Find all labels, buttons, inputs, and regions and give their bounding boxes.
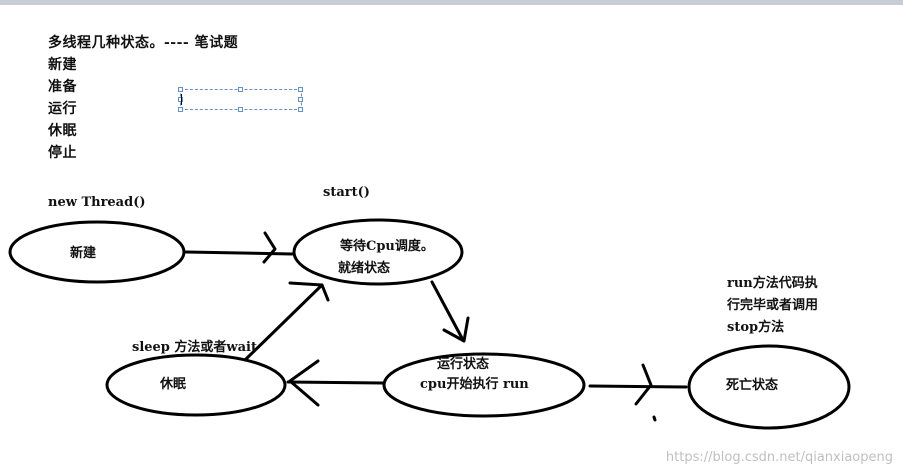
edge-running-sleep bbox=[286, 380, 386, 385]
node-running bbox=[382, 352, 586, 418]
arrowhead-new-ready bbox=[262, 231, 277, 264]
edge-running-dead bbox=[588, 384, 688, 389]
resize-handle[interactable] bbox=[178, 107, 183, 112]
resize-handle[interactable] bbox=[238, 87, 243, 92]
resize-handle[interactable] bbox=[298, 97, 303, 102]
arrowhead-sleep-ready bbox=[288, 281, 330, 302]
node-running-label-line: cpu开始执行 run bbox=[420, 377, 529, 392]
resize-handle[interactable] bbox=[298, 107, 303, 112]
state-list-item: 停止 bbox=[48, 145, 77, 161]
edge-new-ready bbox=[184, 250, 294, 256]
node-sleep-label: 休眠 bbox=[160, 377, 187, 392]
state-list-item: 运行 bbox=[48, 101, 77, 117]
arrowhead-running-sleep bbox=[288, 359, 320, 407]
label-start: start() bbox=[323, 185, 370, 200]
resize-handle[interactable] bbox=[178, 87, 183, 92]
node-new bbox=[8, 220, 186, 284]
resize-handle[interactable] bbox=[298, 87, 303, 92]
node-dead-label: 死亡状态 bbox=[726, 378, 779, 393]
node-sleep bbox=[105, 353, 287, 417]
label-new-thread: new Thread() bbox=[48, 195, 146, 210]
watermark: https://blog.csdn.net/qianxiaopeng bbox=[665, 450, 893, 465]
label-sleep-or-wait: sleep 方法或者wait bbox=[132, 340, 257, 355]
state-list-item: 休眠 bbox=[48, 123, 77, 139]
state-list: 新建 准备 运行 休眠 停止 bbox=[48, 54, 77, 164]
node-ready-label-line: 就绪状态 bbox=[338, 261, 391, 276]
text-caret bbox=[181, 94, 182, 105]
arrowhead-running-dead bbox=[634, 363, 653, 406]
window-top-bar bbox=[0, 0, 903, 5]
note-run-finish-line: run方法代码执 bbox=[727, 276, 818, 291]
resize-handle[interactable] bbox=[178, 97, 183, 102]
edge-sleep-ready bbox=[243, 283, 324, 362]
node-running-label-line: 运行状态 bbox=[437, 357, 490, 372]
resize-handle[interactable] bbox=[238, 107, 243, 112]
stray-mark bbox=[652, 415, 657, 422]
state-list-item: 新建 bbox=[48, 57, 77, 73]
page-title: 多线程几种状态。---- 笔试题 bbox=[48, 35, 239, 51]
state-list-item: 准备 bbox=[48, 79, 77, 95]
node-ready bbox=[292, 218, 464, 286]
node-dead bbox=[687, 344, 851, 430]
note-run-finish-line: 行完毕或者调用 bbox=[727, 298, 819, 313]
note-run-finish-line: stop方法 bbox=[727, 320, 785, 335]
edge-ready-running bbox=[430, 280, 465, 342]
node-ready-label-line: 等待Cpu调度。 bbox=[340, 239, 434, 254]
arrowhead-ready-running bbox=[442, 316, 470, 343]
node-new-label: 新建 bbox=[70, 246, 97, 261]
